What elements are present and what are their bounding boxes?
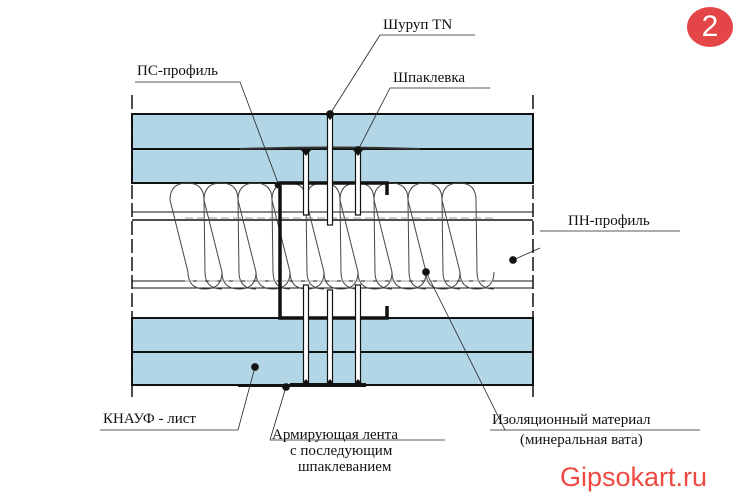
- label-insulation-1: Изоляционный материал: [492, 412, 651, 428]
- wool-loop: [441, 182, 495, 290]
- label-tape-3: шпаклеванием: [298, 459, 392, 475]
- wool-loop: [169, 199, 223, 290]
- step-number-badge: 2: [687, 7, 733, 47]
- label-ps-profile: ПС-профиль: [137, 63, 218, 79]
- wool-loop: [339, 182, 393, 290]
- screw: [354, 284, 362, 386]
- wool-loop: [237, 199, 291, 290]
- label-pn-profile: ПН-профиль: [568, 213, 650, 229]
- wool-dashes: [185, 217, 495, 282]
- screw: [354, 149, 362, 216]
- wool-loop: [305, 182, 359, 290]
- screw: [326, 289, 334, 386]
- screw: [326, 113, 334, 226]
- wool-loop: [203, 199, 257, 290]
- wall-edges: [131, 95, 534, 400]
- wool-loop: [203, 182, 257, 290]
- label-tape-2: с последующим: [290, 443, 393, 459]
- label-putty: Шпаклевка: [393, 70, 466, 86]
- screw: [302, 284, 310, 386]
- screw-head: [325, 379, 335, 385]
- screw-head: [353, 379, 363, 385]
- screw-head: [301, 150, 311, 156]
- watermark: Gipsokart.ru: [560, 462, 708, 492]
- screw-head: [301, 379, 311, 385]
- wool-loop: [407, 199, 461, 290]
- wool-loop: [237, 182, 291, 290]
- wool-loop: [441, 199, 495, 290]
- wool-loop: [169, 182, 223, 290]
- label-tape-1: Армирующая лента: [272, 427, 399, 443]
- label-screw: Шуруп TN: [383, 17, 453, 33]
- leader-lines: [100, 34, 700, 441]
- wool-loop: [339, 199, 393, 290]
- wool-loop: [373, 182, 427, 290]
- screw: [302, 149, 310, 216]
- wool-loop: [373, 199, 427, 290]
- wool-loop: [407, 182, 461, 290]
- label-insulation-2: (минеральная вата): [520, 432, 643, 448]
- label-knauf-sheet: КНАУФ - лист: [103, 411, 196, 427]
- ps-profile: [278, 181, 389, 320]
